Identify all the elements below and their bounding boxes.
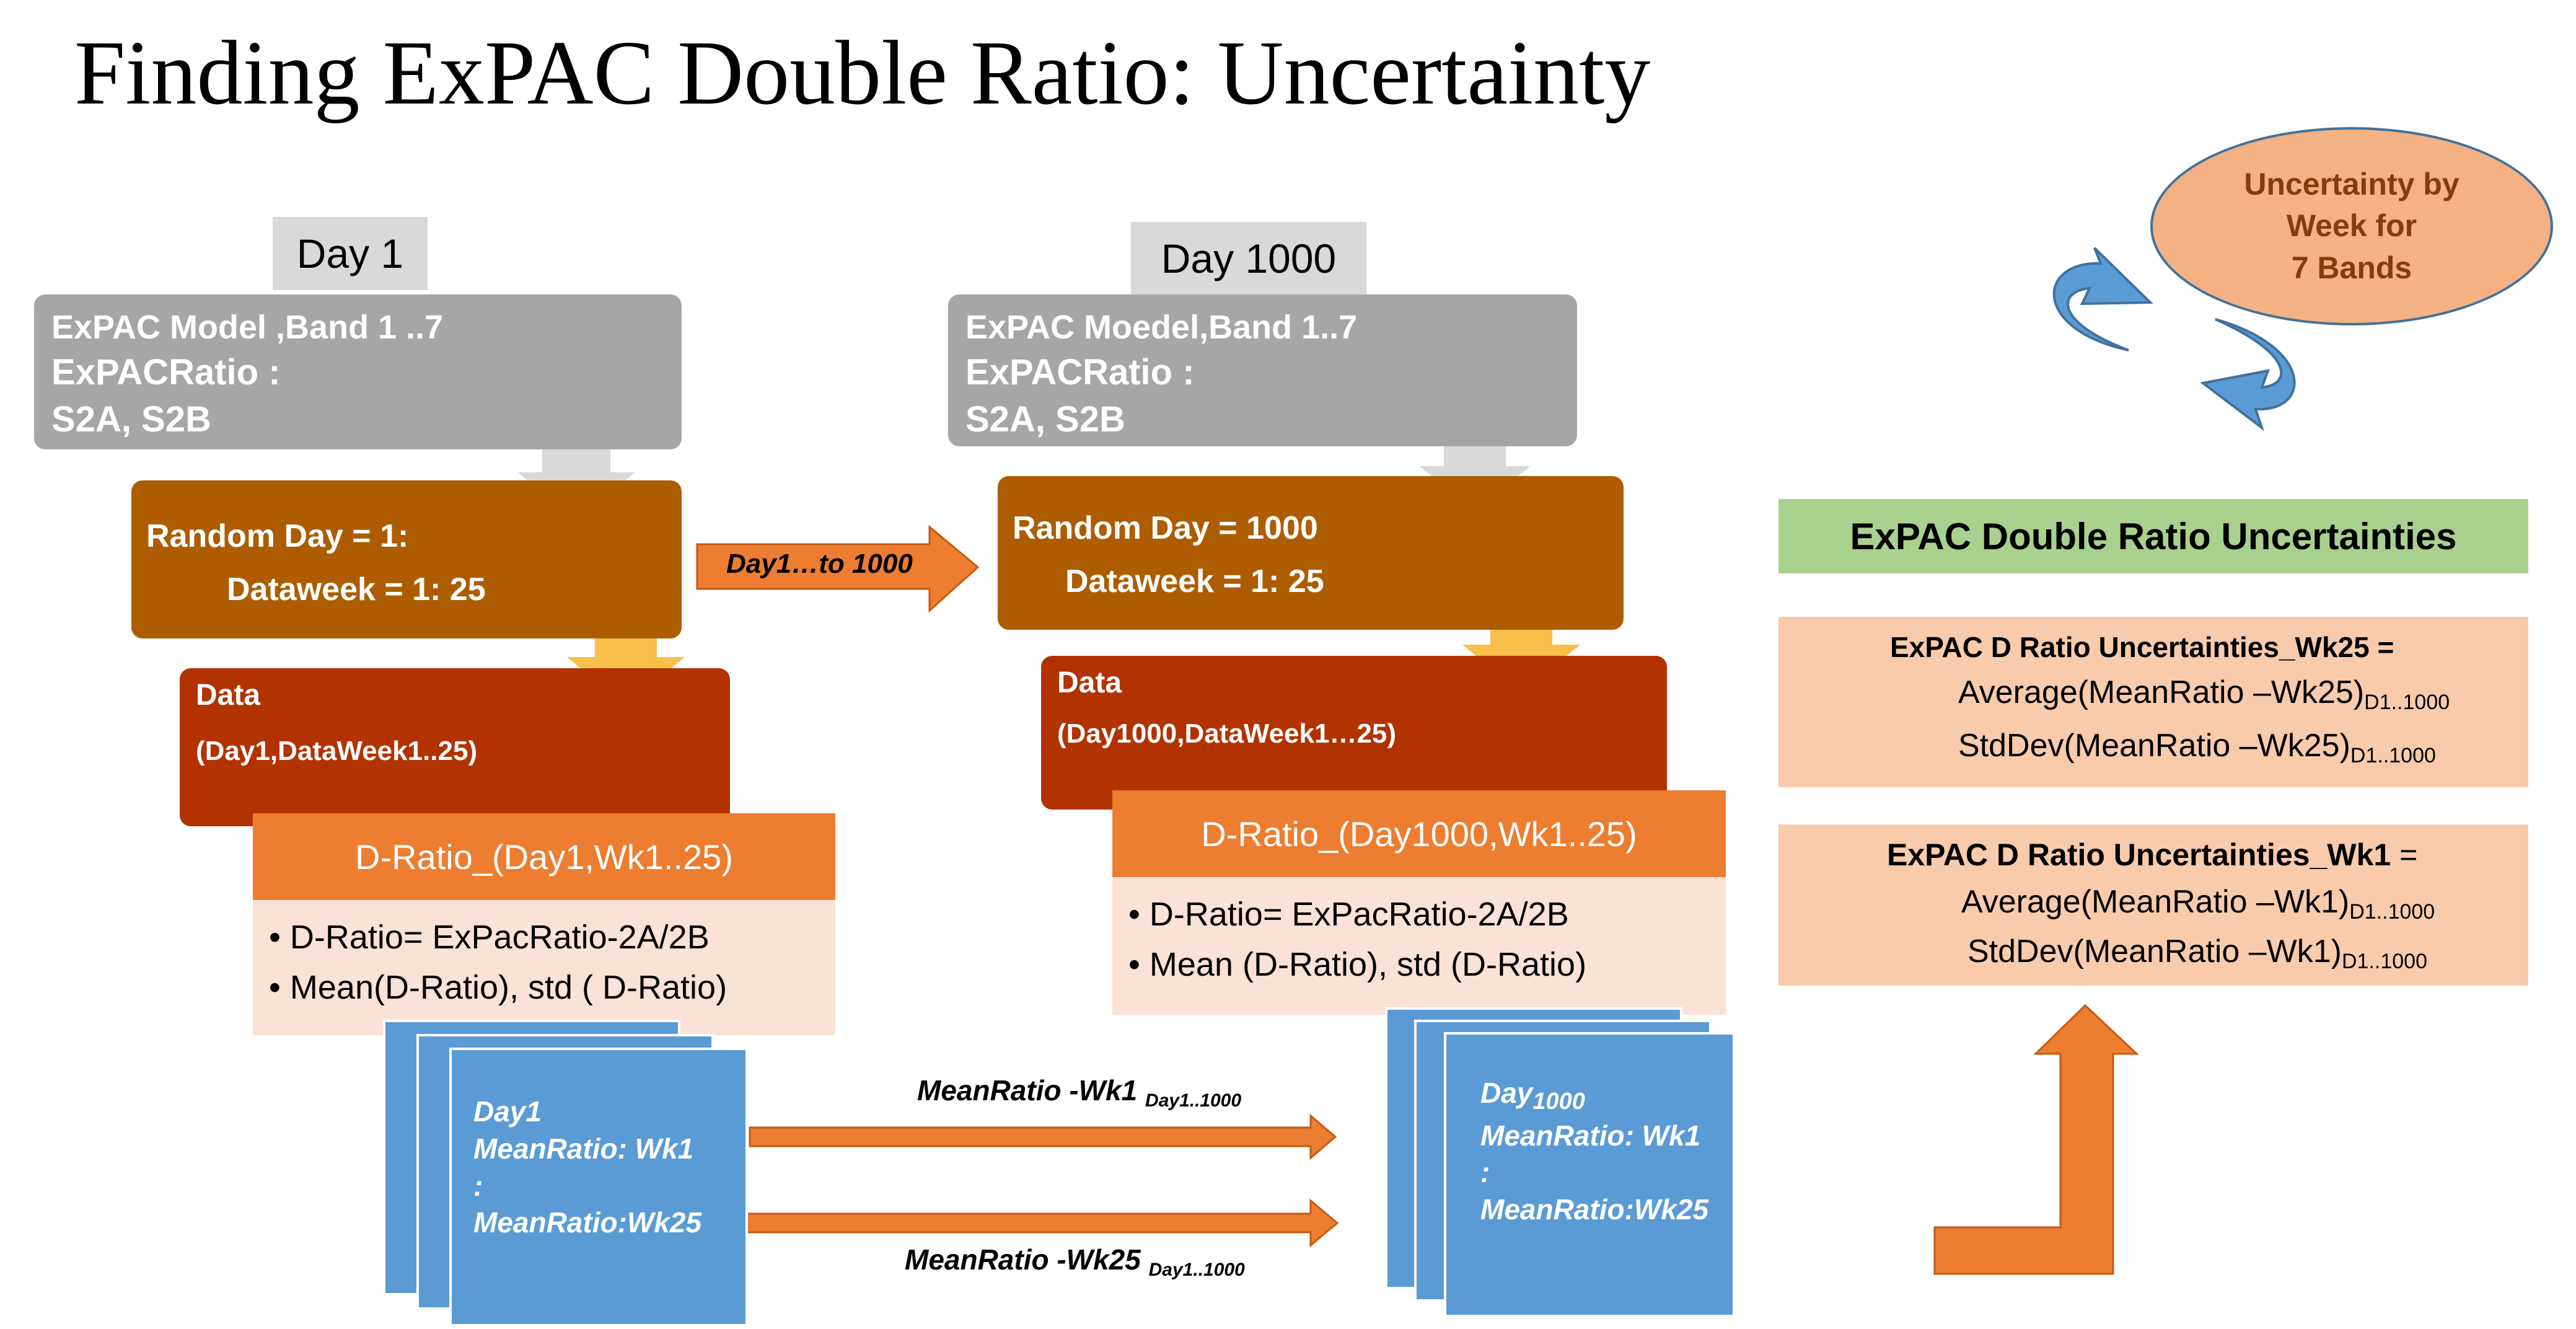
left-random-line2: Dataweek = 1: 25: [227, 571, 486, 607]
curved-arrow-lower: [2200, 318, 2296, 431]
left-data-line1: Data: [196, 679, 261, 712]
uncertainty-ellipse: Uncertainty by Week for 7 Bands: [2150, 127, 2553, 325]
day-range-label: Day1…to 1000: [726, 549, 913, 579]
left-model-line1: ExPAC Model ,Band 1 ..7: [51, 309, 444, 346]
flow-wk25-sub: Day1..1000: [1148, 1260, 1245, 1280]
flow-arrow-wk1: [749, 1113, 1337, 1160]
left-data-line2: (Day1,DataWeek1..25): [196, 736, 478, 766]
right-sheet-day: Day1000: [1480, 1075, 1708, 1118]
left-dratio-bullet1: D-Ratio= ExPacRatio-2A/2B: [269, 912, 819, 963]
left-sheet-front: Day1 MeanRatio: Wk1 : MeanRatio:Wk25: [449, 1048, 748, 1327]
left-sheet-wk1: MeanRatio: Wk1: [473, 1132, 694, 1165]
results-wk1-title: ExPAC D Ratio Uncertainties_Wk1 =: [1887, 837, 2417, 873]
flow-arrow-wk25: [742, 1198, 1339, 1248]
right-sheet-colon: :: [1480, 1156, 1490, 1189]
right-model-line3: S2A, S2B: [965, 399, 1125, 439]
flow-wk25-label: MeanRatio -Wk25 Day1..1000: [905, 1243, 1245, 1281]
results-wk1-avg: Average(MeanRatio –Wk1)D1..1000: [1961, 883, 2435, 924]
right-dratio-body: D-Ratio= ExPacRatio-2A/2B Mean (D-Ratio)…: [1112, 877, 1726, 1015]
flow-wk1-text: MeanRatio -Wk1: [917, 1074, 1138, 1106]
left-model-box: ExPAC Model ,Band 1 ..7 ExPACRatio : S2A…: [34, 294, 682, 449]
results-wk1-title-text: ExPAC D Ratio Uncertainties_Wk1: [1887, 837, 2391, 872]
flow-wk25-text: MeanRatio -Wk25: [905, 1243, 1141, 1276]
results-wk1-title-suffix: =: [2391, 837, 2418, 872]
left-dratio-header: D-Ratio_(Day1,Wk1..25): [253, 813, 835, 900]
right-sheet-day-sub: 1000: [1532, 1088, 1585, 1115]
right-dratio-bullet2: Mean (D-Ratio), std (D-Ratio): [1128, 940, 1710, 990]
page-title: Finding ExPAC Double Ratio: Uncertainty: [74, 22, 1651, 124]
right-data-box: Data (Day1000,DataWeek1…25): [1041, 656, 1667, 810]
results-wk25-avg: Average(MeanRatio –Wk25)D1..1000: [1958, 674, 2450, 715]
results-wk1-avg-sub: D1..1000: [2349, 900, 2435, 924]
left-random-line1: Random Day = 1:: [146, 518, 409, 554]
results-wk1-std-text: StdDev(MeanRatio –Wk1): [1967, 934, 2342, 969]
bent-up-arrow-shape: [1933, 1004, 2139, 1275]
right-data-line1: Data: [1057, 666, 1122, 699]
day-range-arrow: [696, 524, 980, 613]
flow-wk1-label: MeanRatio -Wk1 Day1..1000: [917, 1074, 1241, 1111]
right-model-line2: ExPACRatio :: [965, 352, 1195, 393]
right-sheet-front: Day1000 MeanRatio: Wk1 : MeanRatio:Wk25: [1444, 1032, 1735, 1317]
left-random-box: Random Day = 1: Dataweek = 1: 25: [131, 480, 682, 638]
right-dratio-header: D-Ratio_(Day1000,Wk1..25): [1112, 790, 1726, 877]
right-data-line2: (Day1000,DataWeek1…25): [1057, 718, 1397, 749]
results-wk25-std-sub: D1..1000: [2350, 744, 2436, 767]
results-wk1-avg-text: Average(MeanRatio –Wk1): [1961, 884, 2350, 920]
results-wk1-std: StdDev(MeanRatio –Wk1)D1..1000: [1967, 933, 2427, 974]
results-wk1-box: ExPAC D Ratio Uncertainties_Wk1 = Averag…: [1778, 824, 2528, 986]
left-model-line2: ExPACRatio :: [51, 352, 281, 393]
right-model-line1: ExPAC Moedel,Band 1..7: [965, 309, 1358, 346]
left-model-line3: S2A, S2B: [51, 399, 211, 439]
right-model-box: ExPAC Moedel,Band 1..7 ExPACRatio : S2A,…: [948, 294, 1577, 446]
results-wk25-box: ExPAC D Ratio Uncertainties_Wk25 = Avera…: [1778, 617, 2528, 787]
results-wk25-std: StdDev(MeanRatio –Wk25)D1..1000: [1958, 727, 2436, 768]
results-wk25-std-text: StdDev(MeanRatio –Wk25): [1958, 728, 2350, 764]
curved-arrow-upper: [2052, 247, 2153, 351]
ellipse-line1: Uncertainty by: [2244, 166, 2460, 201]
left-sheet-day: Day1: [473, 1095, 542, 1128]
left-sheet-colon: :: [473, 1169, 483, 1202]
right-dratio-bullet1: D-Ratio= ExPacRatio-2A/2B: [1128, 890, 1710, 940]
left-dratio-bullet2: Mean(D-Ratio), std ( D-Ratio): [269, 963, 819, 1013]
day1000-label: Day 1000: [1131, 222, 1366, 295]
ellipse-line3: 7 Bands: [2291, 250, 2412, 285]
results-wk1-std-sub: D1..1000: [2342, 950, 2427, 973]
flow-wk1-sub: Day1..1000: [1145, 1090, 1242, 1111]
results-header: ExPAC Double Ratio Uncertainties: [1778, 499, 2528, 573]
results-wk25-avg-sub: D1..1000: [2364, 691, 2450, 714]
ellipse-line2: Week for: [2286, 208, 2417, 244]
right-random-line1: Random Day = 1000: [1013, 510, 1318, 546]
left-data-box: Data (Day1,DataWeek1..25): [180, 668, 730, 826]
left-sheet-wk25: MeanRatio:Wk25: [473, 1206, 702, 1239]
left-dratio-body: D-Ratio= ExPacRatio-2A/2B Mean(D-Ratio),…: [253, 900, 835, 1035]
results-wk25-avg-text: Average(MeanRatio –Wk25): [1958, 674, 2365, 710]
right-random-line2: Dataweek = 1: 25: [1065, 563, 1324, 599]
right-random-box: Random Day = 1000 Dataweek = 1: 25: [998, 476, 1624, 630]
results-wk25-title: ExPAC D Ratio Uncertainties_Wk25 =: [1890, 631, 2394, 663]
right-sheet-wk1: MeanRatio: Wk1: [1480, 1119, 1701, 1152]
right-sheet-wk25: MeanRatio:Wk25: [1480, 1193, 1709, 1226]
right-sheet-day-main: Day: [1480, 1077, 1533, 1109]
day1-label: Day 1: [273, 217, 428, 290]
